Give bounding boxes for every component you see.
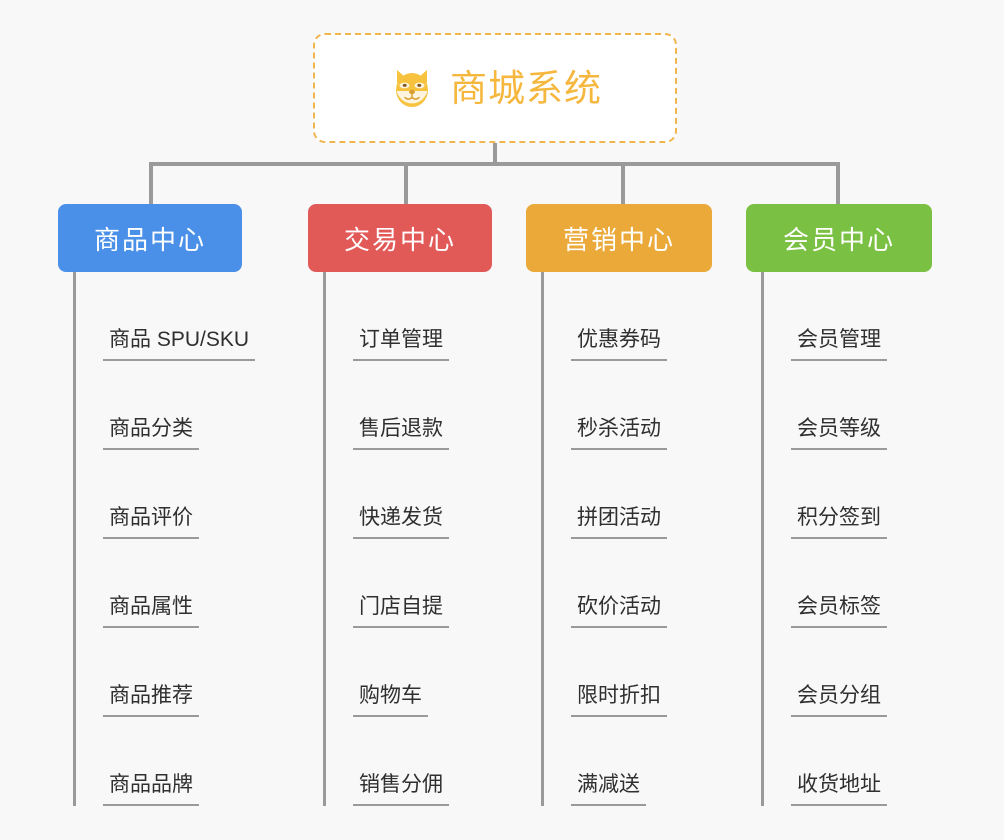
leaf-item[interactable]: 商品分类: [73, 361, 255, 450]
leaf-column-member-center: 会员管理 会员等级 积分签到 会员标签 会员分组 收货地址: [761, 272, 887, 806]
category-label: 营销中心: [562, 224, 675, 255]
leaf-item[interactable]: 会员管理: [761, 272, 887, 361]
connector-horizontal-bus: [149, 162, 840, 166]
column-rail: [761, 272, 764, 806]
connector-drop-trade-center: [404, 162, 408, 204]
leaf-label: 砍价活动: [571, 595, 667, 628]
leaf-item[interactable]: 订单管理: [323, 272, 449, 361]
connector-drop-marketing-center: [621, 162, 625, 204]
leaf-label: 销售分佣: [353, 773, 449, 806]
leaf-item[interactable]: 优惠券码: [541, 272, 667, 361]
leaf-label: 商品 SPU/SKU: [103, 328, 256, 361]
leaf-label: 会员管理: [791, 328, 887, 361]
leaf-label: 商品属性: [103, 595, 199, 628]
leaf-item[interactable]: 商品推荐: [73, 628, 255, 717]
leaf-item[interactable]: 商品评价: [73, 450, 255, 539]
root-node[interactable]: 商城系统: [313, 33, 677, 143]
leaf-item[interactable]: 拼团活动: [541, 450, 667, 539]
leaf-label: 限时折扣: [571, 684, 667, 717]
leaf-column-marketing-center: 优惠券码 秒杀活动 拼团活动 砍价活动 限时折扣 满减送: [541, 272, 667, 806]
category-box-member-center[interactable]: 会员中心: [746, 204, 932, 272]
leaf-label: 会员标签: [791, 595, 887, 628]
leaf-label: 购物车: [353, 684, 428, 717]
leaf-label: 优惠券码: [571, 328, 667, 361]
leaf-item[interactable]: 会员分组: [761, 628, 887, 717]
leaf-label: 快递发货: [353, 506, 449, 539]
leaf-item[interactable]: 购物车: [323, 628, 449, 717]
leaf-item[interactable]: 商品属性: [73, 539, 255, 628]
category-label: 商品中心: [93, 224, 206, 255]
leaf-item[interactable]: 会员等级: [761, 361, 887, 450]
leaf-item[interactable]: 砍价活动: [541, 539, 667, 628]
leaf-label: 积分签到: [791, 506, 887, 539]
leaf-label: 秒杀活动: [571, 417, 667, 450]
leaf-label: 订单管理: [353, 328, 449, 361]
connector-root-stem: [493, 143, 497, 164]
leaf-label: 商品评价: [103, 506, 199, 539]
leaf-label: 商品品牌: [103, 773, 199, 806]
leaf-item[interactable]: 售后退款: [323, 361, 449, 450]
connector-drop-member-center: [836, 162, 840, 204]
leaf-label: 售后退款: [353, 417, 449, 450]
leaf-item[interactable]: 商品品牌: [73, 717, 255, 806]
leaf-label: 商品分类: [103, 417, 199, 450]
category-box-trade-center[interactable]: 交易中心: [308, 204, 492, 272]
category-box-product-center[interactable]: 商品中心: [58, 204, 242, 272]
leaf-label: 满减送: [571, 773, 646, 806]
leaf-item[interactable]: 会员标签: [761, 539, 887, 628]
category-label: 会员中心: [782, 224, 895, 255]
column-rail: [541, 272, 544, 806]
shiba-dog-icon: [388, 64, 436, 112]
category-label: 交易中心: [343, 224, 456, 255]
leaf-item[interactable]: 满减送: [541, 717, 667, 806]
leaf-label: 商品推荐: [103, 684, 199, 717]
column-rail: [323, 272, 326, 806]
leaf-label: 拼团活动: [571, 506, 667, 539]
leaf-label: 门店自提: [353, 595, 449, 628]
column-rail: [73, 272, 76, 806]
leaf-column-trade-center: 订单管理 售后退款 快递发货 门店自提 购物车 销售分佣: [323, 272, 449, 806]
leaf-label: 会员分组: [791, 684, 887, 717]
leaf-item[interactable]: 收货地址: [761, 717, 887, 806]
leaf-item[interactable]: 限时折扣: [541, 628, 667, 717]
leaf-item[interactable]: 门店自提: [323, 539, 449, 628]
category-box-marketing-center[interactable]: 营销中心: [526, 204, 712, 272]
leaf-label: 会员等级: [791, 417, 887, 450]
leaf-label: 收货地址: [791, 773, 887, 806]
leaf-item[interactable]: 商品 SPU/SKU: [73, 272, 256, 361]
connector-drop-product-center: [149, 162, 153, 204]
leaf-item[interactable]: 秒杀活动: [541, 361, 667, 450]
leaf-column-product-center: 商品 SPU/SKU 商品分类 商品评价 商品属性 商品推荐 商品品牌: [73, 272, 256, 806]
leaf-item[interactable]: 快递发货: [323, 450, 449, 539]
root-title: 商城系统: [450, 67, 602, 109]
leaf-item[interactable]: 积分签到: [761, 450, 887, 539]
leaf-item[interactable]: 销售分佣: [323, 717, 449, 806]
